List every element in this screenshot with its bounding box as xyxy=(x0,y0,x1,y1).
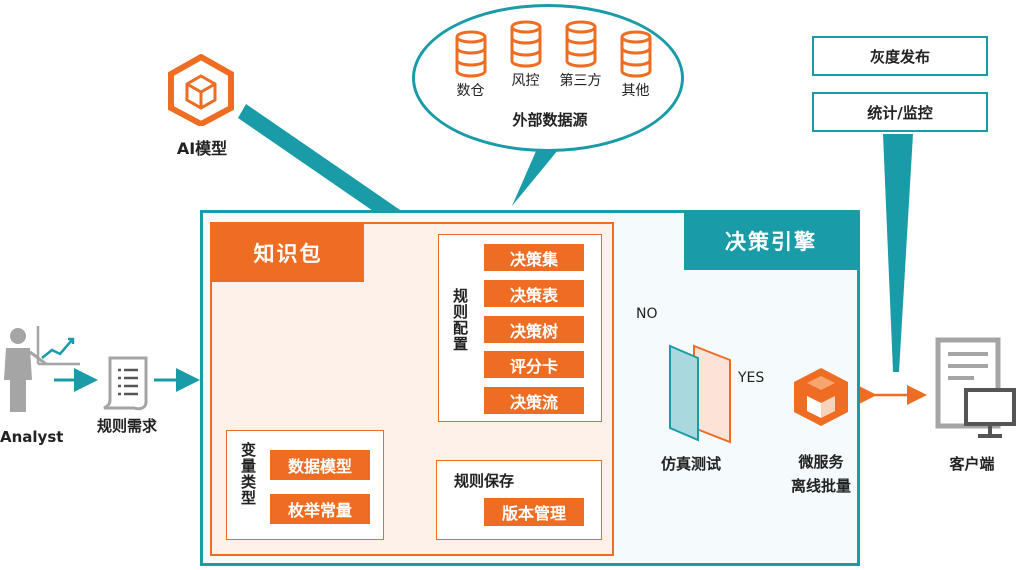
external-sources-bubble xyxy=(412,4,684,152)
knowledge-package-title: 知识包 xyxy=(212,224,364,282)
rule-item-decision-set[interactable]: 决策集 xyxy=(484,244,584,271)
data-source-label: 其他 xyxy=(621,83,650,99)
external-sources-title: 外部数据源 xyxy=(512,110,588,129)
variable-types-label: 变量类型 xyxy=(239,442,257,506)
data-source-item: 数仓 xyxy=(443,30,498,112)
requirements-label: 规则需求 xyxy=(96,416,157,435)
rule-item-decision-flow[interactable]: 决策流 xyxy=(484,387,584,414)
no-label: NO xyxy=(636,306,658,322)
data-source-list: 数仓 风控 第三方 其他 xyxy=(443,20,663,112)
external-sources-pointer xyxy=(512,142,558,206)
data-source-item: 第三方 xyxy=(553,20,608,112)
analyst-icon xyxy=(4,326,80,412)
database-icon xyxy=(510,20,541,68)
monitoring-box: 统计/监控 xyxy=(812,92,988,132)
rule-item-decision-table[interactable]: 决策表 xyxy=(484,280,584,307)
data-source-label: 第三方 xyxy=(559,73,602,89)
rule-item-decision-tree[interactable]: 决策树 xyxy=(484,316,584,343)
rule-item-scorecard[interactable]: 评分卡 xyxy=(484,351,584,378)
microservice-icon xyxy=(794,368,848,426)
document-icon xyxy=(103,356,148,411)
yes-label: YES xyxy=(738,370,765,386)
variable-item-data-model[interactable]: 数据模型 xyxy=(270,450,370,480)
variable-item-enum-constant[interactable]: 枚举常量 xyxy=(270,494,370,524)
batch-label: 离线批量 xyxy=(790,476,851,495)
client-label: 客户端 xyxy=(949,454,995,473)
simulation-test-label: 仿真测试 xyxy=(660,454,721,473)
data-source-item: 风控 xyxy=(498,20,553,112)
data-source-label: 数仓 xyxy=(456,83,485,99)
decision-engine-title: 决策引擎 xyxy=(684,212,858,270)
database-icon xyxy=(565,20,596,68)
simulation-test-icon xyxy=(669,344,731,444)
gray-release-box: 灰度发布 xyxy=(812,36,988,76)
client-icon xyxy=(935,337,1016,438)
ai-model-icon xyxy=(168,54,234,126)
database-icon xyxy=(455,30,486,78)
microservice-label: 微服务 xyxy=(798,452,844,471)
monitor-pointer xyxy=(883,134,913,372)
rule-config-label: 规则配置 xyxy=(451,288,469,352)
analyst-label: Analyst xyxy=(0,428,64,446)
rule-save-label: 规则保存 xyxy=(454,472,515,490)
ai-model-label: AI模型 xyxy=(176,139,228,158)
data-source-item: 其他 xyxy=(608,30,663,112)
version-management-button[interactable]: 版本管理 xyxy=(484,498,584,526)
data-source-label: 风控 xyxy=(511,73,540,89)
database-icon xyxy=(620,30,651,78)
